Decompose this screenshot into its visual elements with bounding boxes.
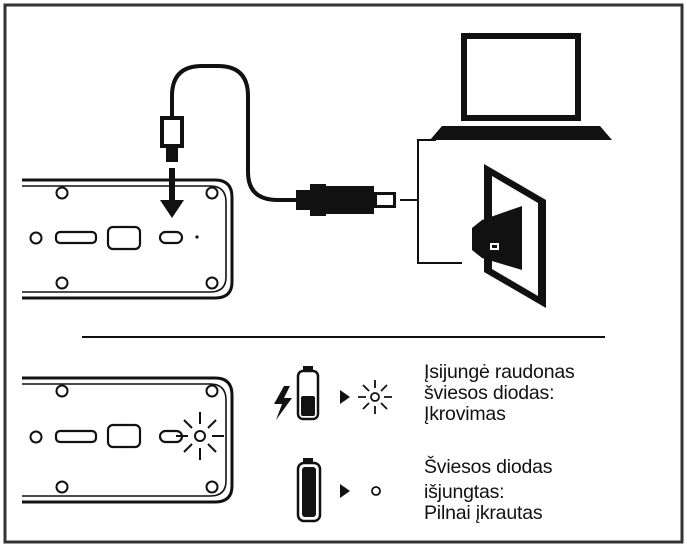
- arrow-right-icon: [340, 390, 350, 404]
- led-off-icon: [371, 486, 381, 496]
- status-full-line-1: Šviesos diodas: [424, 456, 553, 478]
- device-bar-top: [22, 178, 234, 300]
- lightning-icon: [274, 386, 292, 420]
- status-charging-caption: Įsijungė raudonas šviesos diodas: Įkrovi…: [424, 362, 575, 425]
- outer-frame: [3, 3, 684, 544]
- wall-adapter-icon: [472, 164, 546, 308]
- status-charging-line-2: šviesos diodas:: [424, 382, 555, 404]
- status-full-caption: Šviesos diodas išjungtas: Pilnai įkrauta…: [424, 456, 553, 524]
- arrow-right-icon: [340, 484, 350, 498]
- led-on-icon: [176, 412, 224, 460]
- battery-charging-icon: [296, 366, 320, 421]
- status-charging-line-3: Įkrovimas: [424, 403, 506, 425]
- led-on-icon: [358, 380, 392, 414]
- usb-cable: [160, 64, 396, 216]
- laptop-icon: [430, 33, 612, 140]
- battery-full-icon: [296, 458, 322, 523]
- status-full-line-3: Pilnai įkrautas: [424, 502, 543, 524]
- status-charging-line-1: Įsijungė raudonas: [424, 361, 575, 383]
- status-full-line-2: išjungtas:: [424, 481, 505, 503]
- device-bracket: [400, 139, 462, 264]
- arrow-down: [160, 168, 184, 218]
